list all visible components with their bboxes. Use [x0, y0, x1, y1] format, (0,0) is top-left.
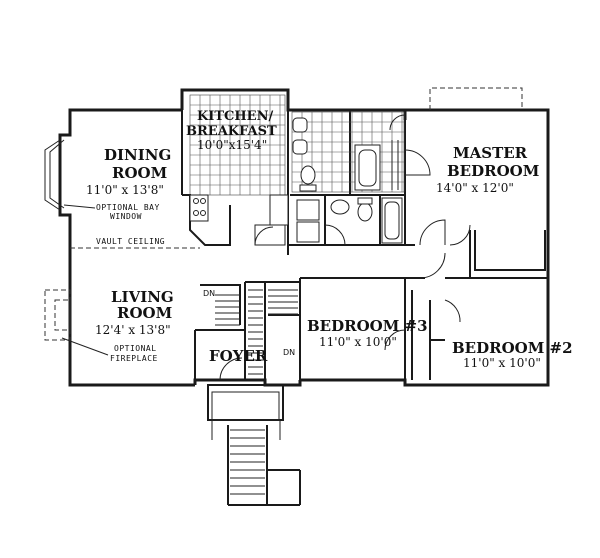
- living-name: LIVING: [111, 288, 174, 306]
- kitchen-name-2: BREAKFAST: [186, 124, 277, 139]
- foyer-name: FOYER: [209, 347, 268, 365]
- interior-walls: [70, 110, 548, 380]
- dining-room-size: 11'0" x 13'8": [86, 183, 164, 197]
- exterior-walls: [58, 88, 550, 387]
- room-labels: DINING ROOM 11'0" x 13'8" KITCHEN/ BREAK…: [86, 109, 573, 370]
- master-name: MASTER: [453, 144, 528, 162]
- stair-dn-upper: DN: [203, 289, 215, 298]
- optional-top-bay: [429, 87, 523, 110]
- kitchen-size: 10'0"x15'4": [197, 138, 267, 152]
- kitchen-tile-grid: [189, 94, 286, 196]
- bay-note: OPTIONAL BAY: [96, 203, 160, 212]
- washer-dryer: [296, 199, 320, 243]
- bedroom3-size: 11'0" x 10'0": [319, 335, 397, 349]
- fireplace-note: OPTIONAL: [114, 344, 157, 353]
- doors: [219, 114, 471, 381]
- dining-room-name-2: ROOM: [112, 164, 167, 182]
- bedroom2-name: BEDROOM #2: [452, 339, 573, 357]
- bedroom3-name: BEDROOM #3: [307, 317, 428, 335]
- stair-dn-lower: DN: [283, 348, 295, 357]
- optional-fireplace: [44, 289, 71, 341]
- hall-lav: [330, 197, 373, 222]
- bay-window: [44, 139, 65, 211]
- kitchen-island: [254, 194, 289, 246]
- kitchen-sink: [292, 117, 308, 155]
- dining-room-name: DINING: [104, 146, 171, 164]
- master-size: 14'0" x 12'0": [436, 181, 514, 195]
- bathtub-master: [354, 144, 381, 191]
- living-name-2: ROOM: [117, 304, 172, 322]
- master-closet-shelf: [391, 140, 399, 190]
- living-size: 12'4' x 13'8": [95, 323, 171, 337]
- fireplace-note-2: FIREPLACE: [110, 354, 158, 363]
- bay-note-2: WINDOW: [110, 212, 142, 221]
- entry-stoop: [207, 384, 284, 440]
- master-name-2: BEDROOM: [447, 162, 539, 180]
- kitchen-range: [189, 194, 209, 222]
- bedroom2-size: 11'0" x 10'0": [463, 356, 541, 370]
- entry-steps: [227, 425, 301, 506]
- notes: OPTIONAL BAY WINDOW VAULT CEILING OPTION…: [61, 203, 295, 363]
- vault-note: VAULT CEILING: [96, 237, 165, 246]
- kitchen-name: KITCHEN/: [197, 109, 273, 124]
- bathtub-hall: [381, 197, 403, 244]
- toilet-master: [299, 165, 317, 192]
- interior-stairs: [215, 289, 298, 375]
